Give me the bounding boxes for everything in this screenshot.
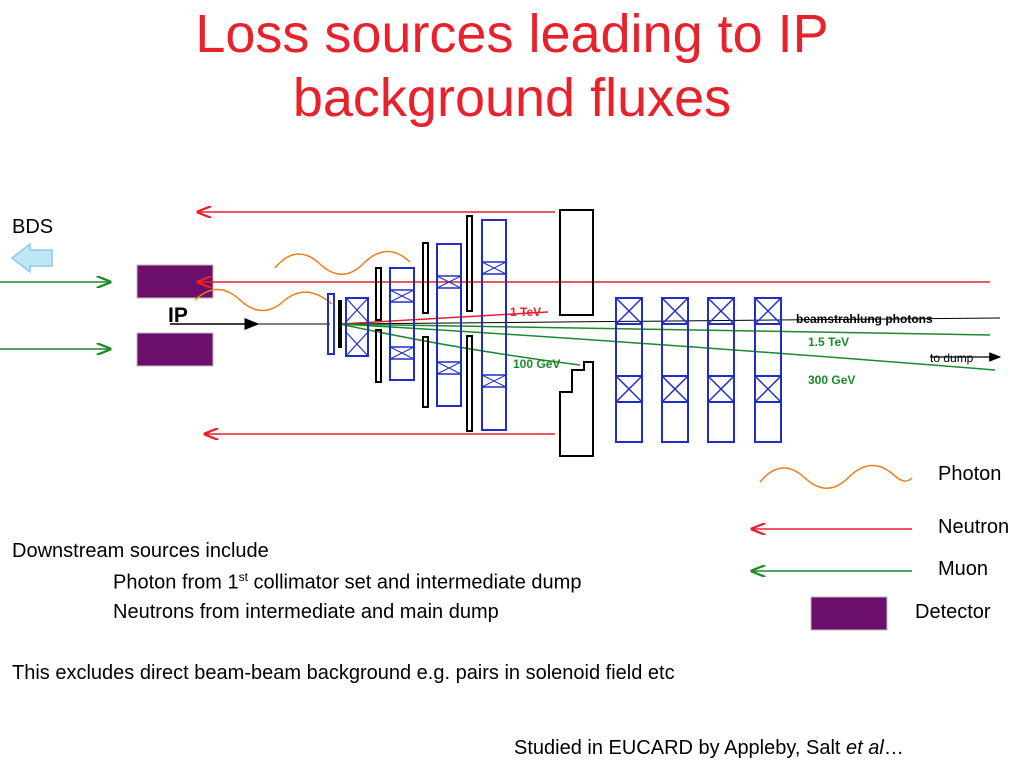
notes-line-3: Neutrons from intermediate and main dump xyxy=(113,601,499,623)
detector-bottom xyxy=(136,332,214,367)
photon-wave-lower xyxy=(194,288,333,312)
quadrupole-magnets-downstream xyxy=(615,297,782,443)
energy-1tev-label: 1 TeV xyxy=(510,305,541,319)
notes-line-2: Photon from 1st collimator set and inter… xyxy=(113,570,582,594)
legend-muon-label: Muon xyxy=(938,558,989,580)
energy-300gev-label: 300 GeV xyxy=(808,373,855,387)
to-dump-label: to dump xyxy=(930,351,974,365)
energy-100gev-label: 100 GeV xyxy=(513,357,560,371)
legend-neutron-label: Neutron xyxy=(938,516,1010,538)
legend-photon-symbol xyxy=(759,464,913,489)
bds-label: BDS xyxy=(12,216,54,238)
legend-detector-symbol xyxy=(810,596,888,631)
notes-line-4: This excludes direct beam-beam backgroun… xyxy=(12,662,675,684)
ip-label: IP xyxy=(168,304,188,327)
quadrupole-magnets-upstream xyxy=(389,219,507,431)
bds-arrow-icon xyxy=(10,242,53,274)
collimator-bars xyxy=(375,215,473,432)
notes-line-1: Downstream sources include xyxy=(12,540,269,562)
title-line-1: Loss sources leading to IP xyxy=(195,4,829,64)
intermediate-dump xyxy=(559,209,594,457)
title-line-2: background fluxes xyxy=(292,68,732,128)
final-doublet-magnets xyxy=(327,293,369,357)
legend-photon-label: Photon xyxy=(938,463,1002,485)
credit-line: Studied in EUCARD by Appleby, Salt et al… xyxy=(514,737,904,759)
photon-wave-upper xyxy=(274,250,411,275)
legend-detector-label: Detector xyxy=(915,601,991,623)
slide-title: Loss sources leading to IP background fl… xyxy=(0,2,1024,130)
beamstrahlung-label: beamstrahlung photons xyxy=(796,312,933,326)
energy-15tev-label: 1.5 TeV xyxy=(808,335,849,349)
